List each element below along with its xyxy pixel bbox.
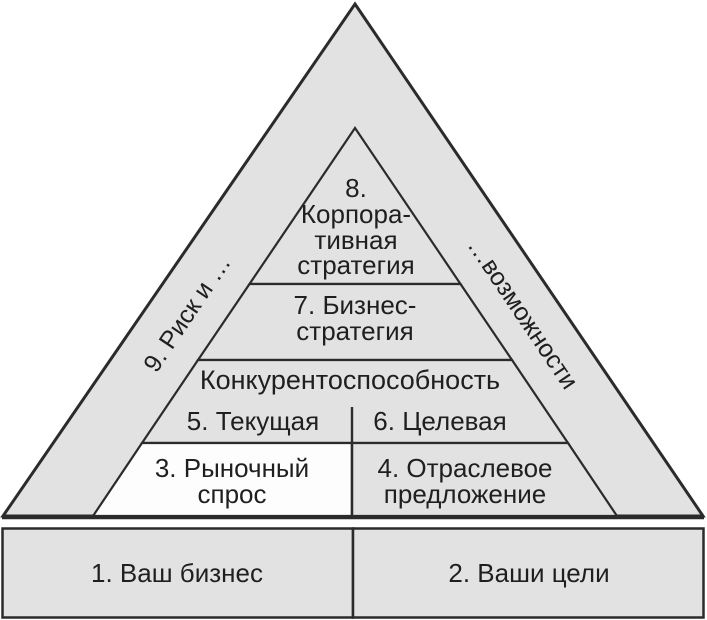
corporate-strategy-label-line-3: тивная xyxy=(314,225,397,255)
target-position-label: 6. Целевая xyxy=(373,406,506,436)
industry-supply-label-line-2: предложение xyxy=(384,479,546,509)
your-goals-label: 2. Ваши цели xyxy=(448,558,609,588)
your-business-label: 1. Ваш бизнес xyxy=(91,558,263,588)
business-strategy-label-line-1: 7. Бизнес- xyxy=(294,290,417,320)
market-demand-label-line-2: спрос xyxy=(198,479,267,509)
corporate-strategy-label-line-2: Корпора- xyxy=(301,199,411,229)
your-goals-box xyxy=(351,527,705,619)
corporate-strategy-label-line-1: 8. xyxy=(345,173,367,203)
business-strategy-label-line-2: стратегия xyxy=(296,316,413,346)
current-position-label: 5. Текущая xyxy=(187,406,319,436)
industry-supply-label-line-1: 4. Отраслевое xyxy=(377,453,552,483)
market-demand-label-line-1: 3. Рыночный xyxy=(155,453,309,483)
corporate-strategy-label-line-4: стратегия xyxy=(297,250,414,280)
competitiveness-label: Конкурентоспособность xyxy=(200,365,500,395)
